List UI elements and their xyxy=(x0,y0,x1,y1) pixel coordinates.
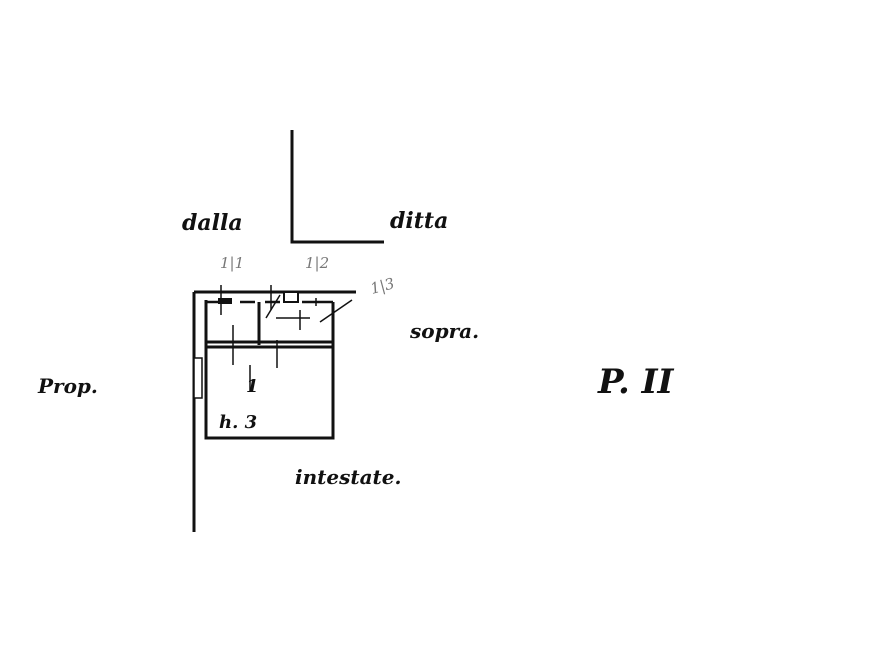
label-prop: Prop. xyxy=(37,374,98,398)
label-floor: P. II xyxy=(597,362,675,402)
label-room-number: 1 xyxy=(246,376,259,397)
label-mark-center: 1|2 xyxy=(305,254,329,272)
tick-marks xyxy=(220,285,353,392)
fixture-mark xyxy=(218,298,232,304)
label-dalla: dalla xyxy=(182,210,243,236)
boundary-line-upper xyxy=(290,130,384,244)
fixture-box xyxy=(283,291,299,303)
window-left xyxy=(193,357,203,399)
label-intestate: intestate. xyxy=(295,465,401,489)
label-ditta: ditta xyxy=(390,208,448,234)
label-mark-right: 1|3 xyxy=(368,274,396,298)
label-sopra: sopra. xyxy=(409,319,479,343)
label-height: h. 3 xyxy=(219,412,257,433)
label-mark-left: 1|1 xyxy=(220,254,244,272)
room-outline xyxy=(204,300,335,440)
